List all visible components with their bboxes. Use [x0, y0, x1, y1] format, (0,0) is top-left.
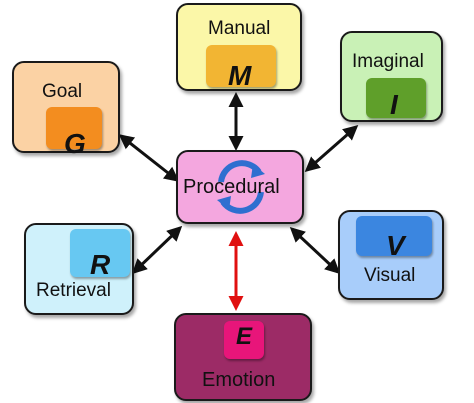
- manual-module: Manual M: [176, 3, 302, 91]
- emotion-letter: E: [236, 323, 253, 350]
- goal-module: Goal G: [12, 61, 120, 159]
- visual-module: V Visual: [338, 210, 444, 300]
- goal-label: Goal: [42, 81, 83, 102]
- visual-letter: V: [386, 230, 405, 261]
- emotion-module: E Emotion: [174, 313, 312, 401]
- emotion-chip: [224, 321, 264, 359]
- emotion-label: Emotion: [202, 369, 276, 391]
- visual-label: Visual: [364, 265, 416, 286]
- manual-letter: M: [228, 60, 252, 91]
- imaginal-module: Imaginal I: [340, 31, 443, 122]
- imaginal-chip: [366, 78, 426, 118]
- retrieval-label: Retrieval: [36, 280, 111, 301]
- imaginal-label: Imaginal: [352, 51, 424, 72]
- retrieval-module: R Retrieval: [24, 223, 134, 315]
- imaginal-letter: I: [390, 89, 398, 120]
- procedural-module: Procedural: [176, 150, 304, 224]
- visual-chip: [356, 216, 432, 256]
- goal-chip: [46, 107, 102, 149]
- manual-label: Manual: [208, 18, 271, 39]
- arrow-retrieval-procedural: [131, 225, 183, 275]
- arrow-visual-procedural: [289, 226, 341, 275]
- arrow-goal-procedural: [118, 134, 180, 182]
- procedural-label: Procedural: [183, 176, 280, 198]
- goal-letter: G: [64, 128, 86, 159]
- cycle-icon: [217, 160, 265, 214]
- retrieval-letter: R: [90, 249, 111, 280]
- retrieval-chip: [70, 229, 130, 277]
- manual-chip: [206, 45, 276, 87]
- arrow-imaginal-procedural: [304, 125, 359, 172]
